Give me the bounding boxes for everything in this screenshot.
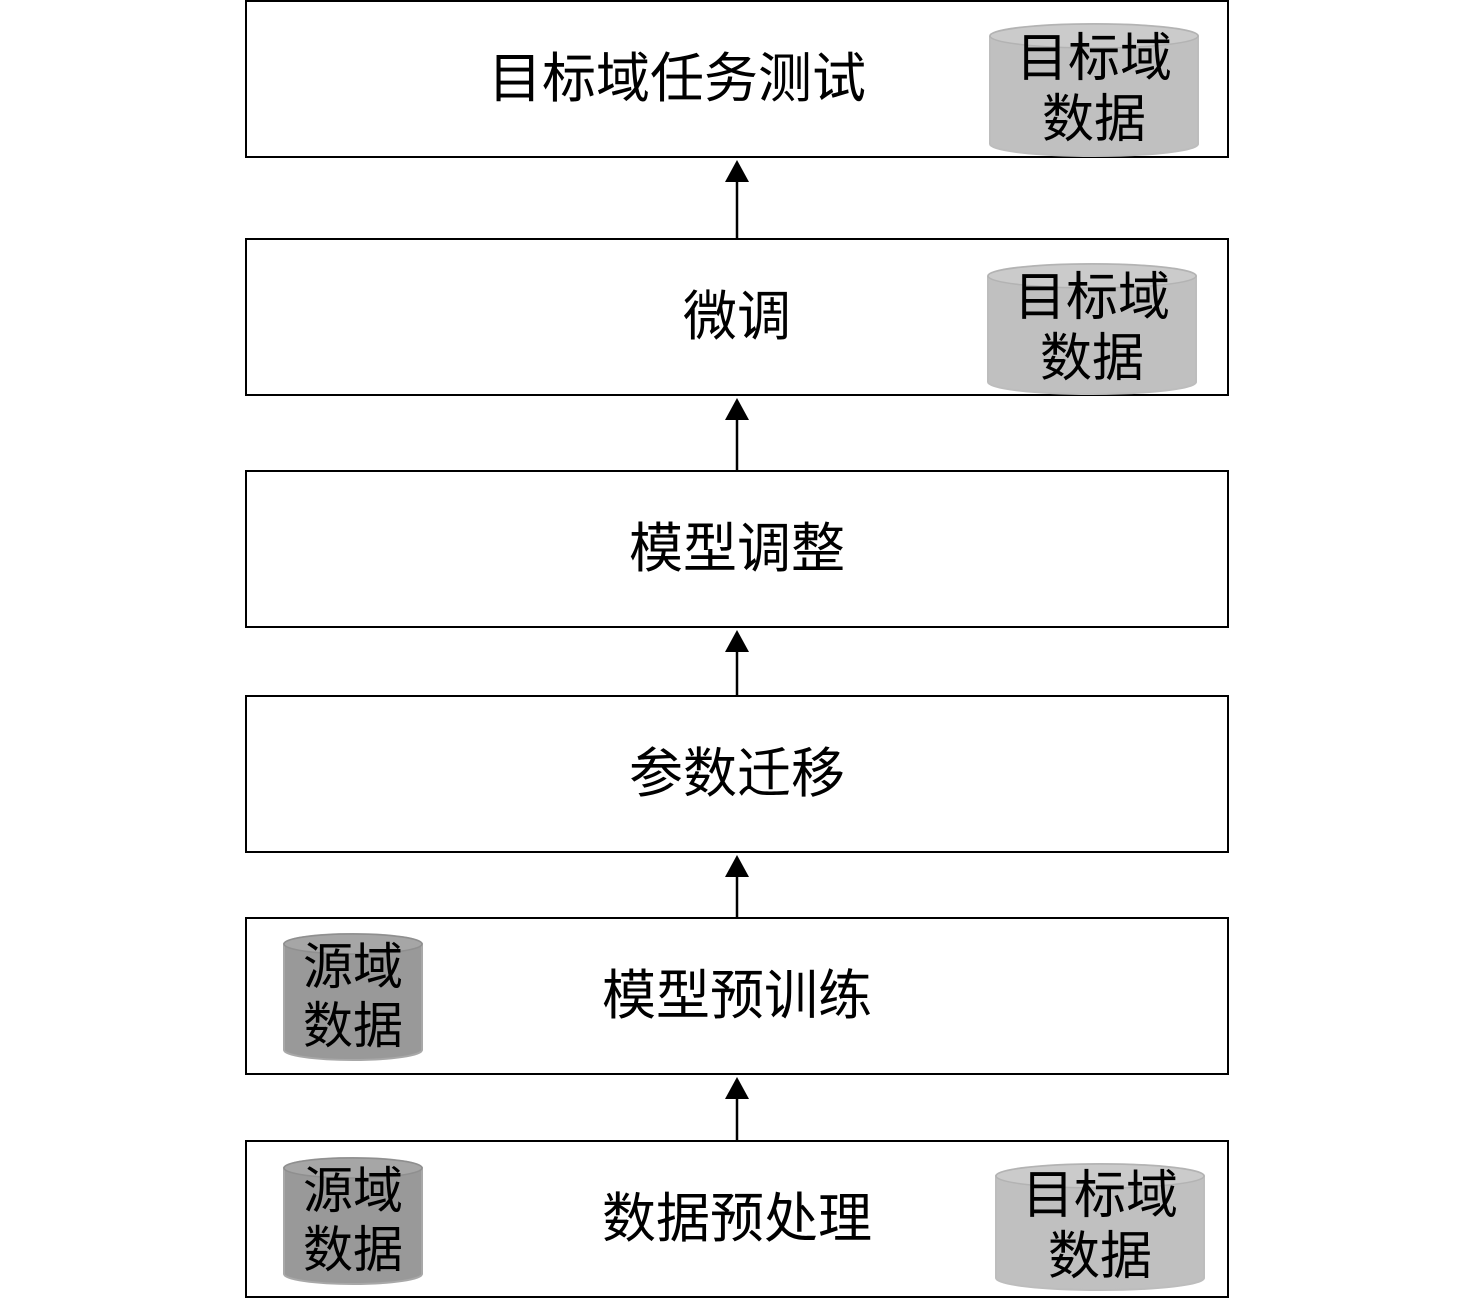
arrow-up xyxy=(725,398,749,470)
step-label: 模型调整 xyxy=(629,517,845,580)
cylinder-shape xyxy=(995,1163,1205,1291)
target-data-cylinder: 目标域 数据 xyxy=(986,262,1198,396)
target-data-cylinder: 目标域 数据 xyxy=(994,1162,1206,1292)
source-data-cylinder: 源域 数据 xyxy=(282,932,424,1062)
db-label-line2: 数据 xyxy=(303,1221,403,1279)
cylinder-shape xyxy=(989,23,1199,157)
arrow-up xyxy=(725,630,749,696)
arrow-up xyxy=(725,160,749,238)
target-data-cylinder: 目标域 数据 xyxy=(988,22,1200,158)
db-label-line1: 目标域 xyxy=(1015,28,1172,89)
step-label: 数据预处理 xyxy=(602,1187,872,1250)
cylinder-shape xyxy=(283,1157,423,1285)
db-label-line1: 目标域 xyxy=(1021,1165,1178,1226)
db-label-line1: 源域 xyxy=(303,938,403,996)
step-param-transfer: 参数迁移 xyxy=(245,695,1229,853)
source-data-cylinder: 源域 数据 xyxy=(282,1156,424,1286)
db-label-line1: 目标域 xyxy=(1013,267,1170,328)
arrow-up xyxy=(725,855,749,917)
db-label-line2: 数据 xyxy=(303,997,403,1055)
step-model-adjust: 模型调整 xyxy=(245,470,1229,628)
cylinder-shape xyxy=(987,263,1197,395)
step-label: 目标域任务测试 xyxy=(488,47,866,110)
db-label-line1: 源域 xyxy=(303,1162,403,1220)
step-label: 微调 xyxy=(683,285,791,348)
db-label-line2: 数据 xyxy=(1041,90,1146,150)
step-label: 模型预训练 xyxy=(602,964,872,1027)
step-label: 参数迁移 xyxy=(629,742,845,805)
db-label-line2: 数据 xyxy=(1047,1227,1152,1287)
cylinder-shape xyxy=(283,933,423,1061)
arrow-up xyxy=(725,1077,749,1141)
db-label-line2: 数据 xyxy=(1039,329,1144,389)
